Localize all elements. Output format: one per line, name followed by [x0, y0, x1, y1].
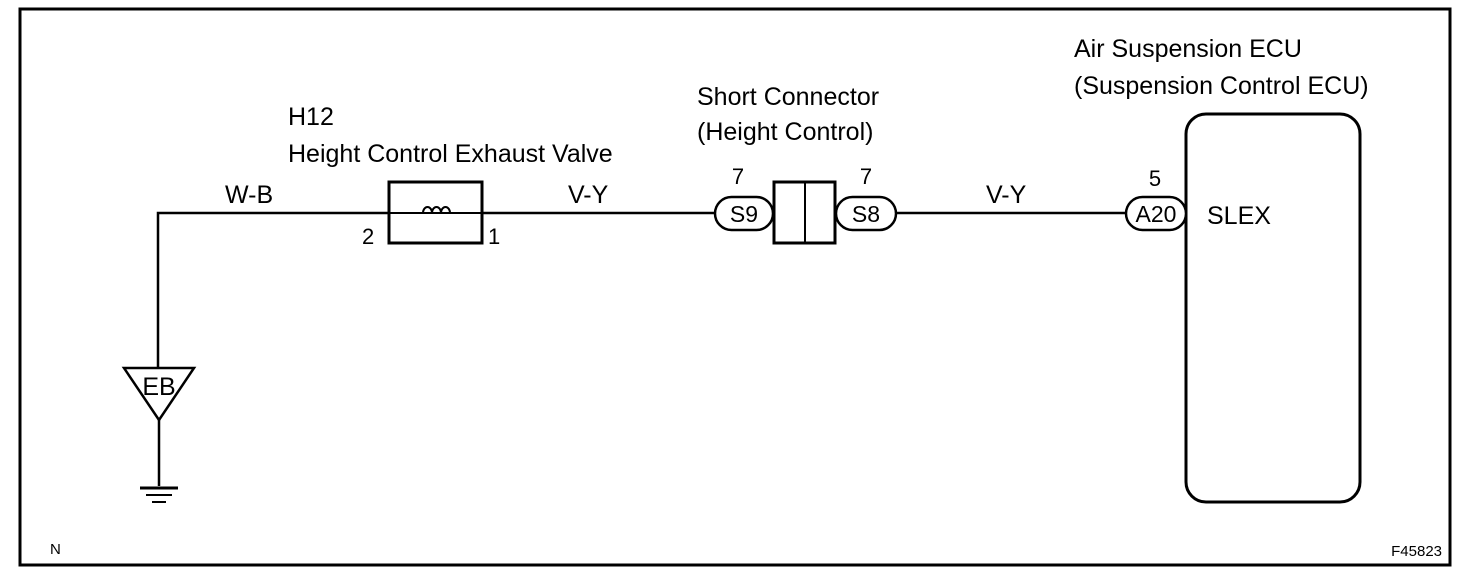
ground-wire-line [156, 211, 389, 368]
s9-connector-code: S9 [730, 201, 758, 227]
exhaust-valve-code: H12 [288, 103, 334, 131]
valve-pin-left: 2 [362, 224, 374, 249]
ecu-box [1184, 112, 1362, 504]
solenoid-coil-icon [422, 206, 451, 214]
s9-pin-number: 7 [732, 164, 744, 189]
s8-pin-number: 7 [860, 164, 872, 189]
ecu-title: Air Suspension ECU [1074, 35, 1302, 63]
ground-point-triangle [121, 366, 197, 423]
valve-pin-right: 1 [488, 224, 500, 249]
short-connector-title: Short Connector [697, 83, 879, 111]
wire-connector-to-ecu-label: V-Y [986, 181, 1027, 209]
footer-left-code: N [50, 541, 61, 558]
ecu-pin-number: 5 [1149, 166, 1161, 191]
exhaust-valve-name: Height Control Exhaust Valve [288, 140, 613, 168]
a20-connector-code: A20 [1136, 201, 1177, 227]
wire-valve-to-connector-label: V-Y [568, 181, 609, 209]
ecu-subtitle: (Suspension Control ECU) [1074, 72, 1369, 100]
short-connector-subtitle: (Height Control) [697, 118, 873, 146]
ecu-terminal-label: SLEX [1207, 202, 1271, 230]
figure-id: F45823 [1391, 543, 1442, 560]
ground-icon [140, 486, 178, 503]
a20-connector-oval [1124, 195, 1188, 232]
ground-wire-color-label: W-B [225, 181, 273, 209]
ground-point-label: EB [142, 373, 175, 401]
s8-connector-code: S8 [852, 201, 880, 227]
